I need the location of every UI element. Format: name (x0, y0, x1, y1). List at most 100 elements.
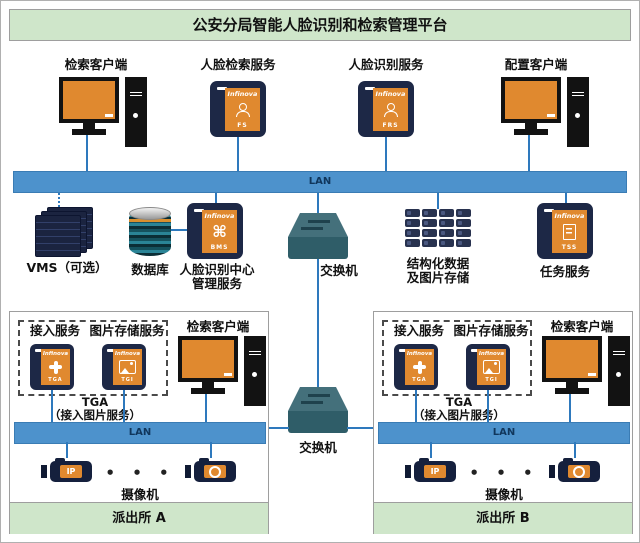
document-icon (563, 224, 576, 240)
ellipsis: • • • (105, 464, 175, 482)
management-appliance: Infinova ⌘ BMS (187, 203, 243, 259)
connector-line (215, 193, 217, 205)
ip-camera-icon: IP (41, 458, 93, 484)
brand-label: Infinova (375, 90, 406, 98)
config-client-label: 配置客户端 (504, 57, 568, 72)
access-service-appliance: Infinova TGA (30, 344, 74, 390)
connector-line (385, 137, 387, 171)
brand-label: Infinova (554, 212, 585, 220)
workstation-icon (178, 336, 266, 410)
workstation-icon (59, 77, 147, 151)
switch-backbone-line (317, 193, 319, 389)
monitor-icon (501, 77, 561, 123)
appliance-code: TGI (121, 377, 134, 383)
tower-icon (125, 77, 147, 147)
task-service-label: 任务服务 (539, 264, 590, 279)
connector-line (237, 137, 239, 171)
station-lan-bus: LAN (14, 422, 266, 444)
connector-line (415, 390, 417, 422)
cameras-label: 摄像机 (121, 487, 159, 502)
vms-label: VMS（可选） (26, 260, 108, 275)
image-storage-service-label: 图片存储服务 (453, 323, 529, 338)
station-lan-bus: LAN (378, 422, 630, 444)
face-search-service-label: 人脸检索服务 (200, 57, 276, 72)
brand-label: Infinova (114, 351, 141, 357)
connector-line (487, 390, 489, 422)
tga-group-box (18, 320, 168, 396)
image-storage-service-label: 图片存储服务 (89, 323, 165, 338)
camera-badge: IP (60, 465, 82, 478)
lower-switch-label: 交换机 (299, 440, 337, 455)
connector-line (66, 442, 68, 458)
police-station-b: 接入服务 图片存储服务 Infinova TGA Infinova TGI TG… (373, 311, 633, 534)
image-icon (483, 360, 500, 374)
connector-line (437, 193, 439, 209)
page-title: 公安分局智能人脸识别和检索管理平台 (9, 9, 631, 41)
connector-line (171, 229, 187, 231)
lens-camera-icon (185, 458, 237, 484)
connector-line (123, 390, 125, 422)
workstation-icon (501, 77, 589, 151)
access-service-label: 接入服务 (29, 323, 80, 338)
connector-line (574, 442, 576, 458)
connector-line (86, 135, 88, 171)
connector-line (569, 394, 571, 422)
optional-connector-line (58, 193, 60, 207)
cameras-label: 摄像机 (485, 487, 523, 502)
connector-line (347, 427, 378, 429)
tower-icon (244, 336, 266, 406)
main-lan-bus: LAN (13, 171, 627, 193)
retrieval-client-label: 检索客户端 (64, 57, 128, 72)
appliance-code: BMS (210, 244, 229, 251)
ip-camera-icon: IP (405, 458, 457, 484)
face-recognition-appliance: Infinova FRS (358, 81, 414, 137)
access-service-appliance: Infinova TGA (394, 344, 438, 390)
connector-line (528, 135, 530, 171)
appliance-code: FS (237, 122, 248, 129)
retrieval-client-label: 检索客户端 (186, 319, 250, 334)
lower-switch-icon (288, 387, 348, 433)
workstation-icon (542, 336, 630, 410)
structured-storage-label: 结构化数据 及图片存储 (406, 256, 470, 286)
face-recognition-service-label: 人脸识别服务 (348, 57, 424, 72)
appliance-code: TSS (561, 244, 578, 251)
brand-label: Infinova (227, 90, 258, 98)
database-label: 数据库 (131, 262, 169, 277)
vms-server-stack-icon (35, 207, 93, 257)
appliance-code: TGA (412, 377, 427, 383)
connector-line (565, 193, 567, 205)
connector-line (210, 442, 212, 458)
image-icon (119, 360, 136, 374)
upper-switch-label: 交换机 (320, 263, 358, 278)
lens-ring-icon (573, 465, 585, 478)
tga-group-box (382, 320, 532, 396)
connector-line (262, 427, 289, 429)
brand-label: Infinova (406, 351, 433, 357)
management-service-label: 人脸识别中心 管理服务 (179, 262, 255, 292)
face-search-appliance: Infinova FS (210, 81, 266, 137)
police-station-a: 接入服务 图片存储服务 Infinova TGA Infinova TGI TG… (9, 311, 269, 534)
connector-line (430, 442, 432, 458)
appliance-code: TGI (485, 377, 498, 383)
upper-switch-icon (288, 213, 348, 259)
lens-camera-icon (549, 458, 601, 484)
face-icon (383, 103, 399, 117)
ellipsis: • • • (469, 464, 539, 482)
monitor-icon (542, 336, 602, 382)
camera-badge: IP (424, 465, 446, 478)
lens-ring-icon (209, 465, 221, 478)
image-storage-appliance: Infinova TGI (102, 344, 146, 390)
tga-caption: TGA （接入图片服务） (49, 395, 141, 423)
tga-caption: TGA （接入图片服务） (413, 395, 505, 423)
appliance-code: TGA (48, 377, 63, 383)
image-storage-appliance: Infinova TGI (466, 344, 510, 390)
plugin-icon (413, 360, 426, 374)
task-service-appliance: Infinova TSS (537, 203, 593, 259)
monitor-icon (178, 336, 238, 382)
tower-icon (567, 77, 589, 147)
face-icon (235, 103, 251, 117)
connector-line (205, 394, 207, 422)
brand-label: Infinova (42, 351, 69, 357)
storage-array-icon (405, 209, 471, 247)
